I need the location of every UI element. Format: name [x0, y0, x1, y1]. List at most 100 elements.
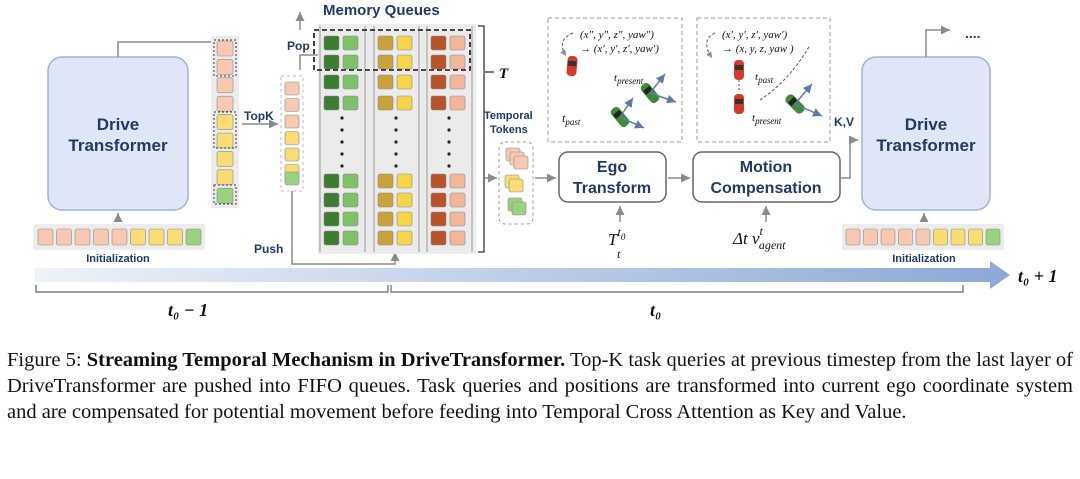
init-token: [148, 228, 165, 246]
queue-token: [396, 35, 413, 51]
ellipsis-dot: [447, 128, 451, 132]
drive-transformer-right: Drive Transformer: [861, 56, 991, 211]
queue-token: [377, 54, 394, 70]
topk-token: [284, 131, 300, 145]
init-token: [845, 228, 861, 246]
time-t0: t₀: [650, 300, 661, 320]
init-token: [898, 228, 913, 246]
init-left-label: Initialization: [86, 253, 150, 265]
queue-token: [396, 211, 413, 227]
inset2-past: tpast: [755, 71, 774, 85]
queue-token: [396, 192, 413, 208]
temporal-tokens-line2: Tokens: [490, 124, 528, 136]
inset2-present: tpresent: [752, 112, 782, 126]
motion-compensation-box: Motion Compensation: [692, 151, 841, 203]
queue-token: [342, 173, 359, 189]
ellipsis-dot: [447, 164, 451, 168]
ellipsis-dot: [340, 152, 344, 156]
ellipsis-dot: [394, 140, 398, 144]
time-t0-plus-1: t₀ + 1: [1018, 266, 1058, 286]
queue-token: [430, 95, 447, 111]
T-label: T: [499, 66, 509, 82]
caption-body: Top-K task queries at previous timestep …: [7, 349, 1073, 423]
queue-token: [342, 211, 359, 227]
topk-token: [284, 98, 300, 112]
topk-token: [284, 171, 300, 186]
ellipsis-dot: [340, 116, 344, 120]
queue-token: [449, 211, 466, 227]
queue-token: [396, 74, 413, 90]
time-t0-minus-1: t₀ − 1: [168, 300, 208, 320]
figure-caption: Figure 5: Streaming Temporal Mechanism i…: [7, 347, 1073, 425]
init-token: [56, 228, 72, 246]
drive-left-line1: Drive: [97, 115, 140, 134]
drive-transformer-left: Drive Transformer: [47, 56, 189, 211]
drive-left-line2: Transformer: [68, 136, 168, 155]
queue-token: [396, 173, 413, 189]
ellipsis-dot: [340, 164, 344, 168]
queue-token: [342, 74, 359, 90]
inset1-present: tpresent: [614, 72, 644, 86]
queue-token: [396, 95, 413, 111]
output-token: [216, 187, 234, 204]
motion-line2: Compensation: [710, 180, 821, 197]
queue-token: [430, 74, 447, 90]
temporal-tokens-line1: Temporal: [484, 110, 533, 122]
queue-token: [430, 211, 447, 227]
output-token: [216, 132, 234, 149]
temporal-token-stack: [498, 141, 534, 225]
queue-token: [396, 230, 413, 246]
temporal-token: [508, 178, 524, 193]
output-token: [216, 151, 234, 167]
init-token: [863, 228, 878, 246]
red-car-icon: [734, 94, 744, 114]
queue-token: [377, 211, 394, 227]
ellipsis-dot: [340, 128, 344, 132]
queue-token: [342, 35, 359, 51]
queue-token: [449, 54, 466, 70]
output-token: [216, 95, 234, 112]
topk-token: [284, 114, 300, 129]
inset-motion-compensation: (x′, y′, z′, yaw′) → (x, y, z, yaw ) tpa…: [696, 17, 831, 143]
figure-diagram: Drive Transformer Initialization TopK Pu…: [33, 2, 1058, 320]
queue-token: [323, 173, 340, 189]
ellipsis-dot: [447, 152, 451, 156]
output-token: [216, 114, 234, 130]
init-right-label: Initialization: [892, 253, 956, 265]
inset-ego-transform: (x″, y″, z″, yaw″) → (x′, y′, z′, yaw′) …: [547, 17, 683, 143]
queue-token: [430, 192, 447, 208]
queue-token: [430, 173, 447, 189]
queue-token: [449, 35, 466, 51]
temporal-token: [513, 155, 529, 170]
queue-token: [323, 74, 340, 90]
caption-prefix: Figure 5:: [7, 349, 87, 371]
init-token: [111, 228, 128, 246]
init-tokens-right: Initialization: [842, 213, 1004, 265]
queue-token: [377, 95, 394, 111]
drive-right-line2: Transformer: [876, 136, 976, 155]
pop-label: Pop: [287, 39, 310, 53]
init-token: [985, 228, 1001, 246]
topk-tokens: [280, 75, 304, 192]
queue-token: [323, 54, 340, 70]
queue-token: [396, 54, 413, 70]
timeline: [35, 261, 1010, 289]
queue-token: [377, 192, 394, 208]
queue-token: [377, 35, 394, 51]
init-token: [93, 228, 109, 246]
init-token: [37, 228, 54, 246]
ellipsis-dot: [394, 164, 398, 168]
queue-token: [323, 211, 340, 227]
queue-token: [430, 54, 447, 70]
ellipsis-dot: [340, 140, 344, 144]
queue-token: [342, 230, 359, 246]
caption-title: Streaming Temporal Mechanism in DriveTra…: [86, 349, 566, 371]
output-token: [216, 40, 234, 57]
ego-line2: Transform: [573, 180, 651, 197]
topk-token: [284, 81, 300, 96]
kv-label: K,V: [834, 115, 854, 129]
init-token: [130, 228, 146, 246]
init-token: [915, 228, 931, 246]
queue-token: [323, 95, 340, 111]
